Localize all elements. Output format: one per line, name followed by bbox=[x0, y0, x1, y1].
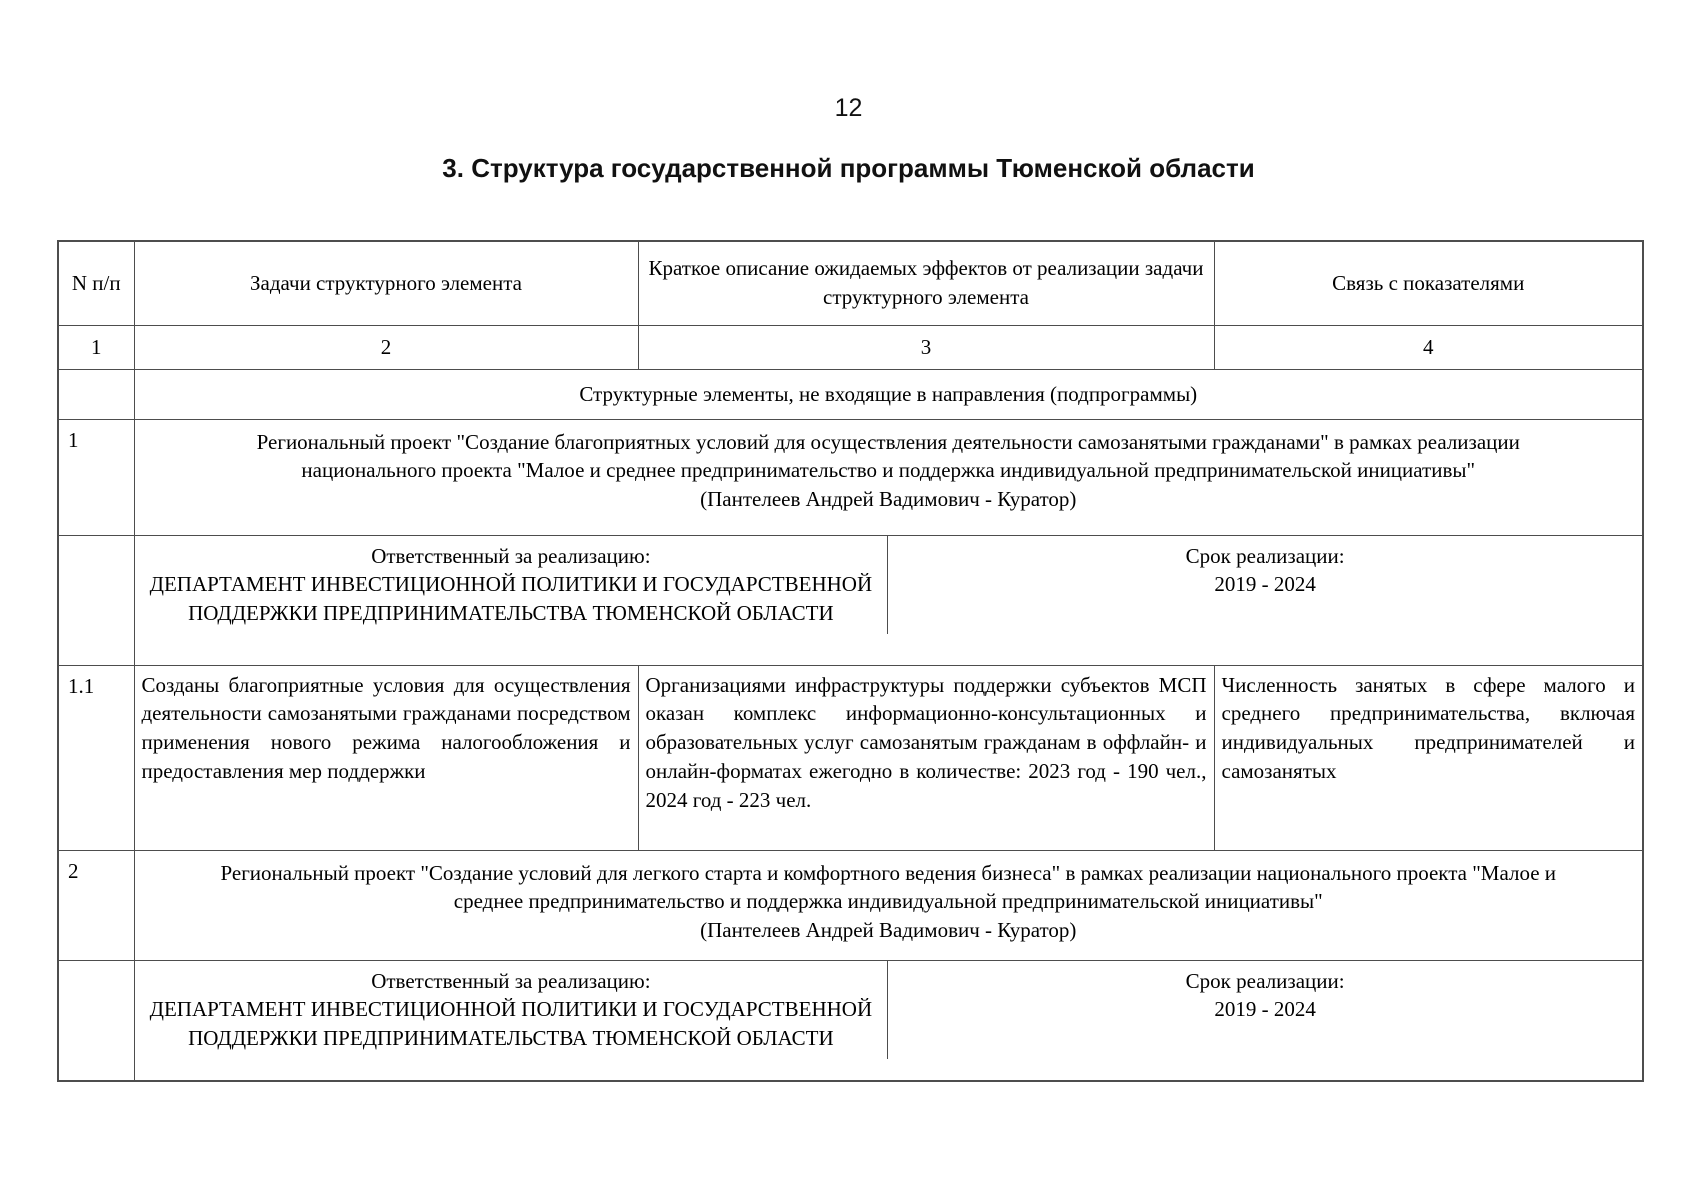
project-row-1: 1 Региональный проект "Создание благопри… bbox=[57, 418, 1644, 536]
responsible-row-1: Ответственный за реализацию: ДЕПАРТАМЕНТ… bbox=[57, 534, 1644, 666]
period-value: 2019 - 2024 bbox=[1214, 572, 1316, 597]
project-1-title: Региональный проект "Создание благоприят… bbox=[256, 429, 1520, 483]
column-number-2: 2 bbox=[133, 324, 639, 370]
responsible-1-left: Ответственный за реализацию: ДЕПАРТАМЕНТ… bbox=[135, 535, 889, 635]
responsible-2-cell: Ответственный за реализацию: ДЕПАРТАМЕНТ… bbox=[133, 959, 1644, 1082]
responsible-1-num-cell bbox=[57, 534, 135, 666]
responsible-org: ДЕПАРТАМЕНТ ИНВЕСТИЦИОННОЙ ПОЛИТИКИ И ГО… bbox=[149, 997, 873, 1051]
responsible-1-cell: Ответственный за реализацию: ДЕПАРТАМЕНТ… bbox=[133, 534, 1644, 666]
responsible-org: ДЕПАРТАМЕНТ ИНВЕСТИЦИОННОЙ ПОЛИТИКИ И ГО… bbox=[149, 572, 873, 626]
project-2-curator: (Пантелеев Андрей Вадимович - Куратор) bbox=[700, 918, 1077, 943]
header-effects: Краткое описание ожидаемых эффектов от р… bbox=[637, 240, 1215, 326]
column-number-3: 3 bbox=[637, 324, 1215, 370]
period-value: 2019 - 2024 bbox=[1214, 997, 1316, 1022]
project-2-number: 2 bbox=[57, 849, 135, 961]
responsible-1-right: Срок реализации: 2019 - 2024 bbox=[888, 536, 1642, 635]
task-1-1-indicator: Численность занятых в сфере малого и сре… bbox=[1213, 664, 1644, 851]
header-tasks: Задачи структурного элемента bbox=[133, 240, 639, 326]
task-1-1-effect: Организациями инфраструктуры поддержки с… bbox=[637, 664, 1215, 851]
task-1-1-number: 1.1 bbox=[57, 664, 135, 851]
section-title-cell: Структурные элементы, не входящие в напр… bbox=[133, 368, 1644, 420]
responsible-2-split: Ответственный за реализацию: ДЕПАРТАМЕНТ… bbox=[135, 960, 1643, 1060]
responsible-2-num-cell bbox=[57, 959, 135, 1082]
column-number-1: 1 bbox=[57, 324, 135, 370]
period-label: Срок реализации: bbox=[1185, 543, 1345, 568]
project-1-number: 1 bbox=[57, 418, 135, 536]
project-1-curator: (Пантелеев Андрей Вадимович - Куратор) bbox=[700, 487, 1077, 512]
section-title-num-cell bbox=[57, 368, 135, 420]
task-1-1-task: Созданы благоприятные условия для осущес… bbox=[133, 664, 639, 851]
header-indicators: Связь с показателями bbox=[1213, 240, 1644, 326]
project-row-2: 2 Региональный проект "Создание условий … bbox=[57, 849, 1644, 961]
responsible-1-split: Ответственный за реализацию: ДЕПАРТАМЕНТ… bbox=[135, 535, 1643, 635]
page-number: 12 bbox=[834, 94, 863, 122]
project-1-cell: Региональный проект "Создание благоприят… bbox=[133, 418, 1644, 536]
column-number-row: 1 2 3 4 bbox=[57, 324, 1644, 370]
project-2-title: Региональный проект "Создание условий дл… bbox=[220, 860, 1557, 914]
responsible-2-right: Срок реализации: 2019 - 2024 bbox=[888, 961, 1642, 1060]
responsible-label: Ответственный за реализацию: bbox=[371, 543, 651, 568]
page-title: 3. Структура государственной программы Т… bbox=[442, 153, 1255, 183]
column-number-4: 4 bbox=[1213, 324, 1644, 370]
table-header-row: N п/п Задачи структурного элемента Кратк… bbox=[57, 240, 1644, 326]
program-structure-table: N п/п Задачи структурного элемента Кратк… bbox=[57, 240, 1644, 1082]
section-title-row: Структурные элементы, не входящие в напр… bbox=[57, 368, 1644, 420]
responsible-row-2: Ответственный за реализацию: ДЕПАРТАМЕНТ… bbox=[57, 959, 1644, 1082]
project-2-cell: Региональный проект "Создание условий дл… bbox=[133, 849, 1644, 961]
period-label: Срок реализации: bbox=[1185, 968, 1345, 993]
header-num: N п/п bbox=[57, 240, 135, 326]
responsible-2-left: Ответственный за реализацию: ДЕПАРТАМЕНТ… bbox=[135, 960, 889, 1060]
task-row-1-1: 1.1 Созданы благоприятные условия для ос… bbox=[57, 664, 1644, 851]
responsible-label: Ответственный за реализацию: bbox=[371, 968, 651, 993]
